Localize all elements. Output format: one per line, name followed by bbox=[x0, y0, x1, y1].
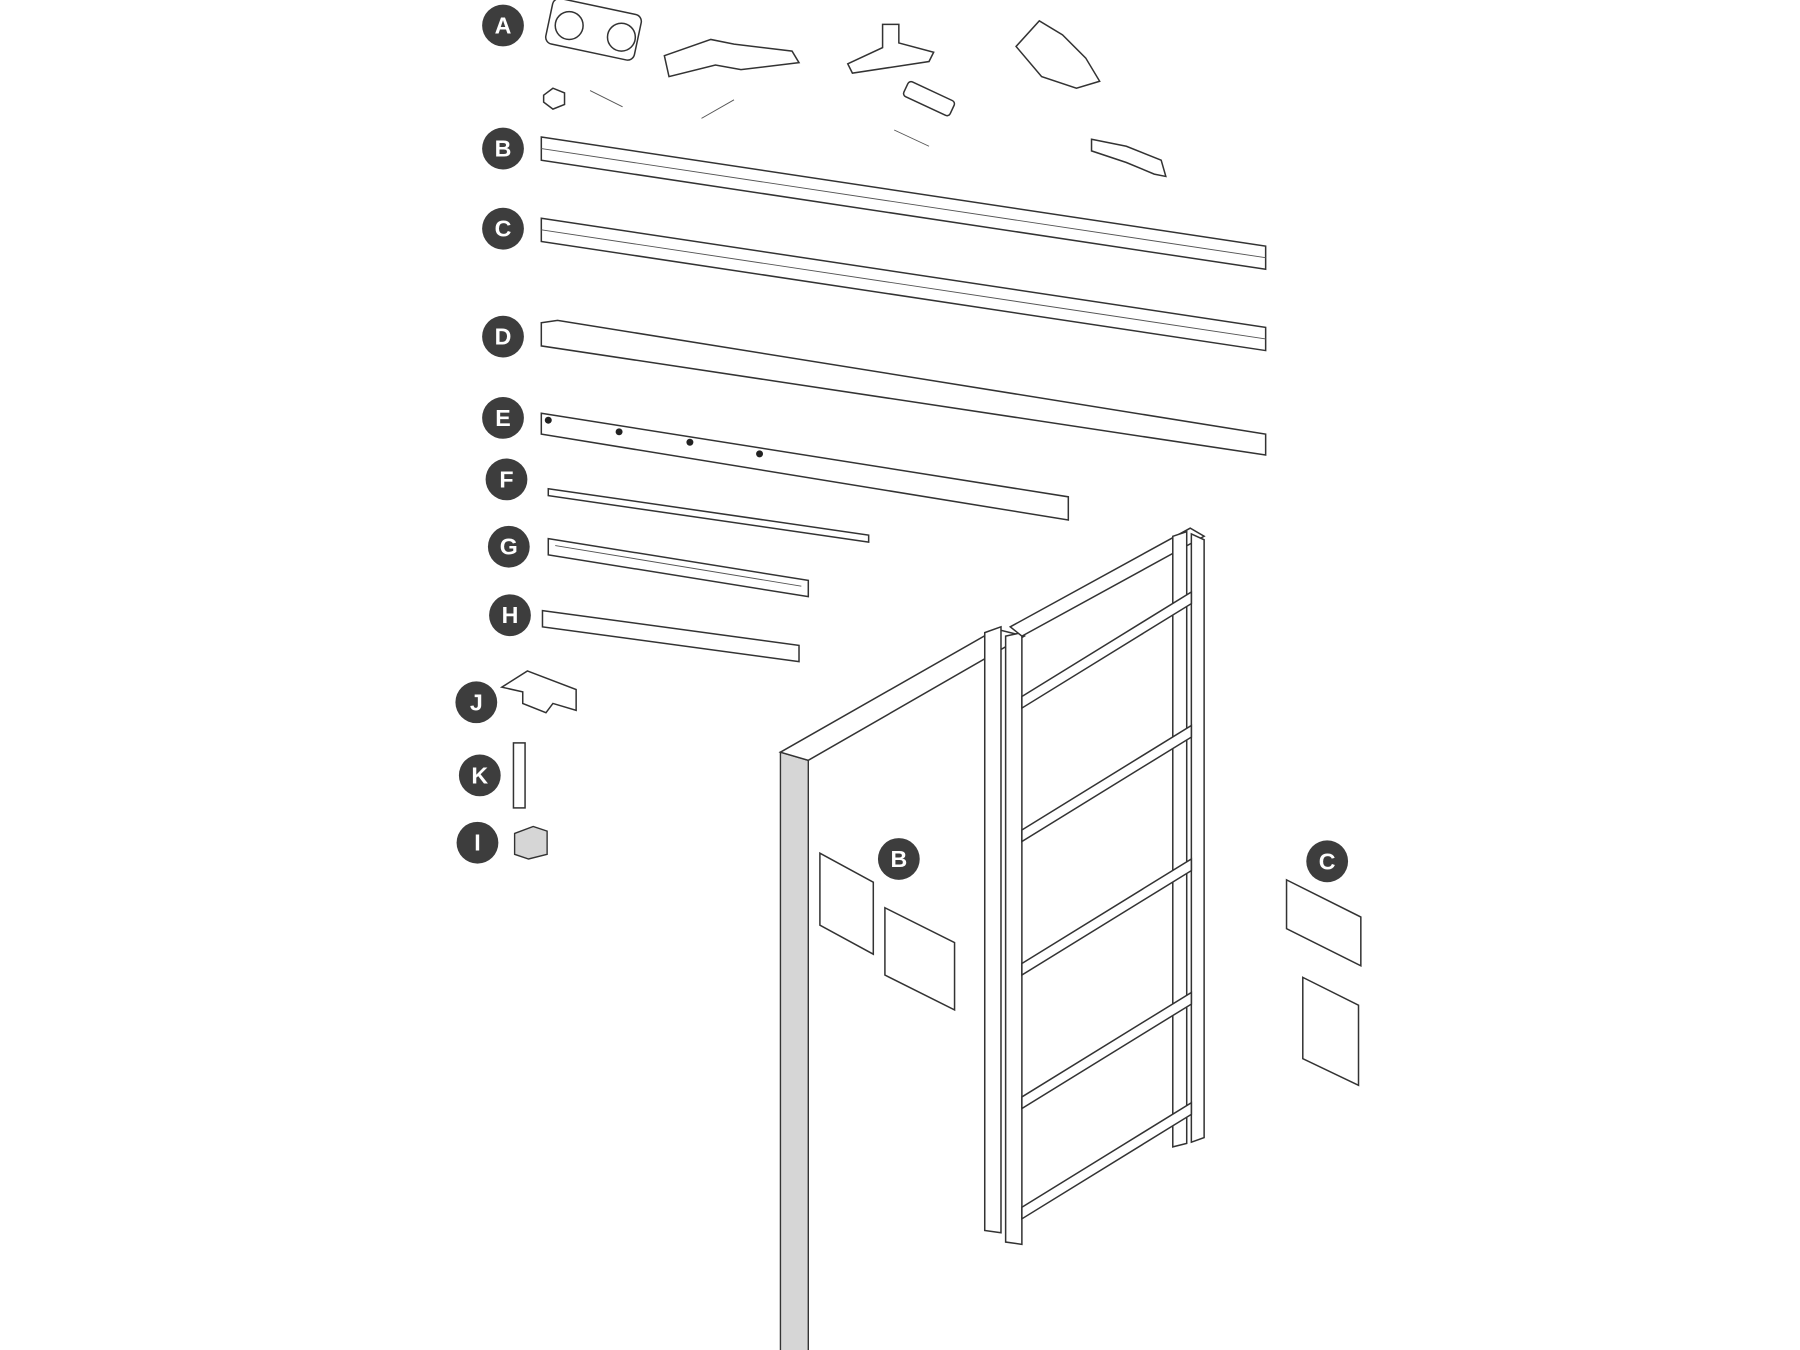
frame-slat bbox=[1021, 590, 1193, 710]
frame-slat bbox=[1021, 724, 1193, 843]
frame-post-right-outer bbox=[1190, 532, 1205, 1144]
slotted-plate bbox=[541, 609, 800, 663]
frame-post-left bbox=[983, 625, 1002, 1234]
badge-k: K bbox=[458, 754, 501, 797]
hole bbox=[615, 428, 623, 436]
badge-g: G bbox=[487, 525, 530, 568]
frame-stud bbox=[1004, 631, 1023, 1246]
part-i-block bbox=[513, 825, 548, 860]
badge-b-assembly-text: B bbox=[890, 846, 907, 872]
badge-f: F bbox=[485, 458, 528, 501]
badge-j-text: J bbox=[470, 689, 483, 715]
door-frame-assembly bbox=[778, 527, 1362, 1350]
part-k-strip bbox=[512, 742, 526, 809]
badge-c-assembly-text: C bbox=[1319, 848, 1336, 874]
part-f-rod bbox=[547, 487, 870, 543]
screw bbox=[701, 99, 735, 119]
hole bbox=[756, 450, 764, 458]
nut bbox=[542, 87, 566, 110]
frame-slat bbox=[1021, 857, 1193, 977]
door-jamb bbox=[779, 751, 809, 1350]
badge-g-text: G bbox=[500, 534, 518, 560]
metal-strip bbox=[512, 742, 526, 809]
hole bbox=[686, 438, 694, 446]
label-badges: A B C D E F G H J K I B C bbox=[455, 4, 1349, 883]
part-j-bracket bbox=[499, 670, 577, 714]
frame-post-right bbox=[1172, 530, 1188, 1148]
spacer-block bbox=[513, 825, 548, 860]
part-b-track bbox=[540, 136, 1267, 271]
roller-wheel bbox=[606, 22, 637, 52]
part-e-rail bbox=[540, 412, 1070, 521]
channel bbox=[547, 537, 810, 598]
bolt bbox=[589, 90, 623, 108]
mounting-plate bbox=[819, 851, 875, 956]
top-header bbox=[778, 628, 1027, 762]
guide-block bbox=[902, 80, 956, 117]
badge-a-text: A bbox=[495, 13, 512, 39]
wrench bbox=[1090, 138, 1167, 178]
frame-slats bbox=[1021, 590, 1193, 1221]
frame-top bbox=[1008, 527, 1206, 638]
badge-b-text: B bbox=[495, 136, 512, 162]
screw bbox=[893, 129, 930, 147]
badge-c-text: C bbox=[495, 216, 512, 242]
badge-c-assembly: C bbox=[1306, 840, 1349, 883]
part-g-channel bbox=[547, 537, 810, 598]
badge-a: A bbox=[482, 4, 524, 47]
badge-e-text: E bbox=[495, 405, 510, 431]
badge-k-text: K bbox=[471, 762, 488, 788]
rail-line bbox=[541, 229, 1266, 340]
badge-h-text: H bbox=[502, 602, 519, 628]
bracket bbox=[499, 670, 577, 714]
header-board bbox=[540, 319, 1267, 456]
split-rail bbox=[540, 412, 1070, 521]
badge-i-text: I bbox=[474, 830, 480, 856]
part-c-track bbox=[540, 217, 1267, 352]
badge-c: C bbox=[482, 207, 524, 250]
badge-i: I bbox=[456, 821, 499, 864]
badge-d: D bbox=[482, 315, 524, 358]
badge-b: B bbox=[482, 127, 524, 170]
frame-slat bbox=[1021, 1101, 1193, 1221]
frame-slat bbox=[1021, 991, 1193, 1110]
door-stop bbox=[846, 23, 935, 74]
rail-line bbox=[541, 148, 1266, 259]
part-d-header-board bbox=[540, 319, 1267, 456]
badge-d-text: D bbox=[495, 324, 512, 350]
badge-h: H bbox=[489, 594, 531, 637]
hole bbox=[544, 416, 552, 424]
rod bbox=[547, 487, 870, 543]
mounting-plate bbox=[884, 906, 956, 1012]
wall-bracket bbox=[1302, 976, 1360, 1087]
badge-j: J bbox=[455, 681, 498, 724]
part-h-plate bbox=[541, 609, 800, 663]
badge-e: E bbox=[482, 396, 524, 439]
badge-f-text: F bbox=[499, 466, 513, 492]
mounting-bracket bbox=[663, 38, 801, 78]
part-a-hardware bbox=[542, 0, 1167, 178]
badge-b-assembly: B bbox=[877, 838, 920, 880]
channel-line bbox=[555, 545, 802, 587]
wall-bracket bbox=[1285, 878, 1362, 967]
roller-wheel bbox=[554, 10, 584, 41]
clamp-bracket bbox=[1015, 19, 1101, 90]
